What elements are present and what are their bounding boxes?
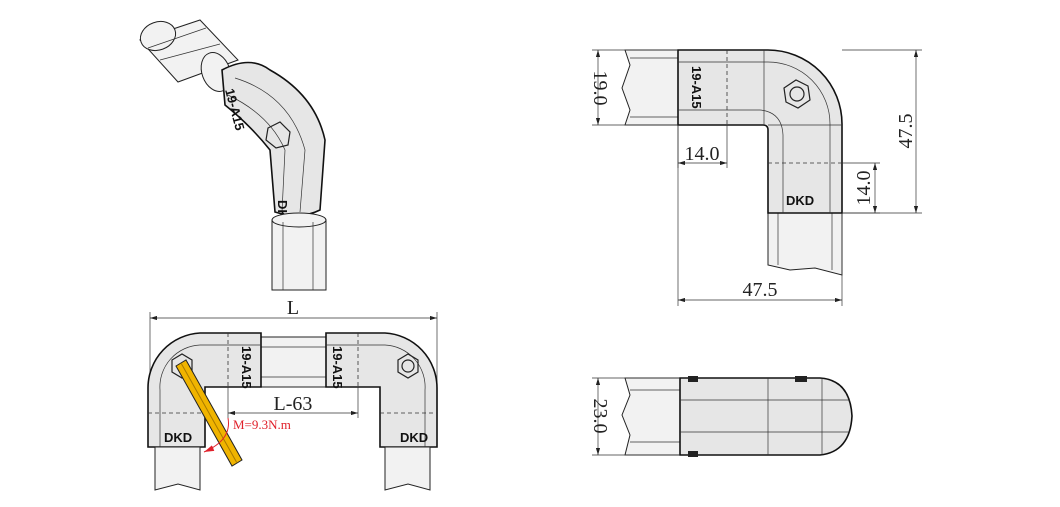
clip-icon [688, 376, 698, 382]
assembly-brand-left: DKD [164, 430, 192, 445]
hex-wrench-icon [175, 359, 243, 467]
svg-text:L-63: L-63 [274, 393, 313, 415]
assembly-part-code-right: 19-A15 [330, 346, 345, 389]
svg-text:L: L [287, 297, 299, 319]
svg-text:19.0: 19.0 [589, 71, 611, 106]
lower-pipe [271, 212, 327, 291]
bottom-pipe [767, 212, 843, 276]
dimension-inner-length: L-63 [227, 387, 359, 418]
elbow-connector-iso: 19-A15 DKD [221, 61, 326, 228]
dimension-pipe-height: 19.0 [589, 49, 678, 126]
part-code-label: 19-A15 [689, 66, 704, 109]
svg-text:47.5: 47.5 [743, 279, 778, 301]
left-pipe [621, 49, 679, 126]
brand-label: DKD [786, 193, 814, 208]
hex-bolt-icon [397, 353, 419, 379]
svg-text:47.5: 47.5 [895, 114, 917, 149]
svg-text:23.0: 23.0 [589, 399, 611, 434]
assembly-part-code-left: 19-A15 [239, 346, 254, 389]
dimension-overall-width: 47.5 [677, 125, 843, 306]
svg-text:14.0: 14.0 [853, 171, 875, 206]
clip-icon [688, 451, 698, 457]
assembly-view: L 19-A15 DKD 19-A15 DKD [147, 297, 438, 491]
torque-arrow-icon [203, 417, 229, 453]
side-view: 23.0 [589, 376, 853, 457]
upper-pipe [139, 19, 239, 92]
assembly-brand-right: DKD [400, 430, 428, 445]
isometric-exploded-view: 19-A15 DKD [139, 19, 327, 291]
dimension-overall-height: 47.5 [842, 49, 922, 214]
dimension-length: L [149, 297, 438, 390]
hex-bolt-icon [783, 79, 811, 109]
clip-icon [795, 376, 807, 382]
svg-text:14.0: 14.0 [685, 143, 720, 165]
dimension-insert-depth-horizontal: 14.0 [677, 125, 728, 168]
dimension-thickness: 23.0 [589, 377, 680, 456]
torque-label: M=9.3N.m [233, 417, 291, 432]
dimension-insert-depth-vertical: 14.0 [842, 162, 880, 214]
top-view: 19-A15 DKD 19.0 47.5 14.0 14.0 [589, 49, 922, 306]
